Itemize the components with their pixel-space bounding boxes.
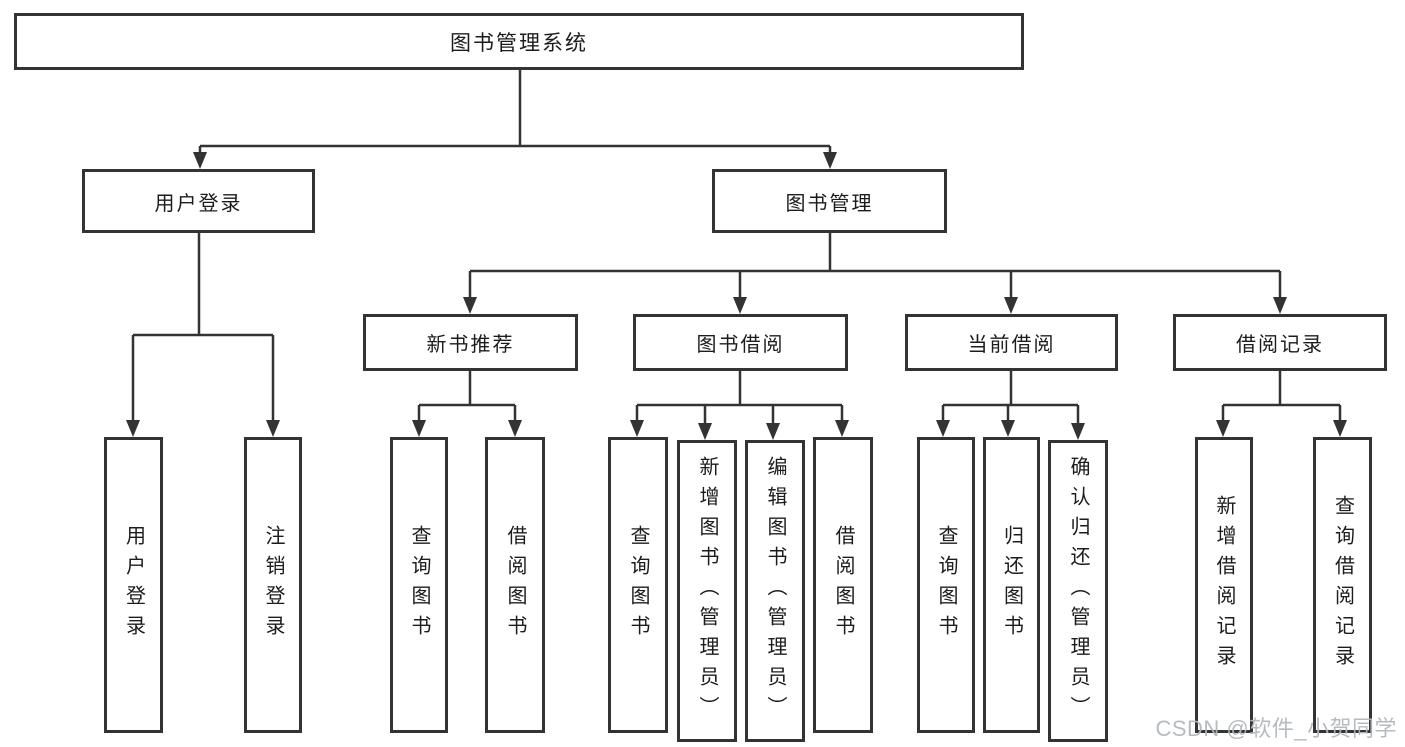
node-borrowing-records: 借阅记录	[1173, 314, 1387, 371]
leaf-newbook-query-books: 查询图书	[390, 437, 448, 733]
leaf-borrowing-query-books: 查询图书	[608, 437, 668, 733]
leaf-user-login: 用户登录	[104, 437, 163, 733]
node-current-borrowing: 当前借阅	[905, 314, 1118, 371]
leaf-borrowing-borrow-books: 借阅图书	[813, 437, 873, 733]
node-library-system: 图书管理系统	[14, 13, 1024, 70]
leaf-logout: 注销登录	[244, 437, 302, 733]
leaf-current-confirm-return-admin: 确认归还（管理员）	[1048, 440, 1108, 742]
leaf-current-return-books: 归还图书	[983, 437, 1040, 733]
csdn-watermark: CSDN @软件_小贺同学	[1155, 716, 1397, 741]
leaf-borrowing-edit-books-admin: 编辑图书（管理员）	[745, 440, 805, 742]
leaf-current-query-books: 查询图书	[917, 437, 975, 733]
leaf-records-add-record: 新增借阅记录	[1195, 437, 1253, 733]
leaf-newbook-borrow-books: 借阅图书	[485, 437, 545, 733]
node-book-management: 图书管理	[712, 169, 947, 233]
node-new-book-recommendation: 新书推荐	[363, 314, 578, 371]
node-user-login: 用户登录	[82, 169, 315, 233]
leaf-borrowing-add-books-admin: 新增图书（管理员）	[677, 440, 737, 742]
node-book-borrowing: 图书借阅	[633, 314, 848, 371]
leaf-records-query-record: 查询借阅记录	[1313, 437, 1372, 733]
